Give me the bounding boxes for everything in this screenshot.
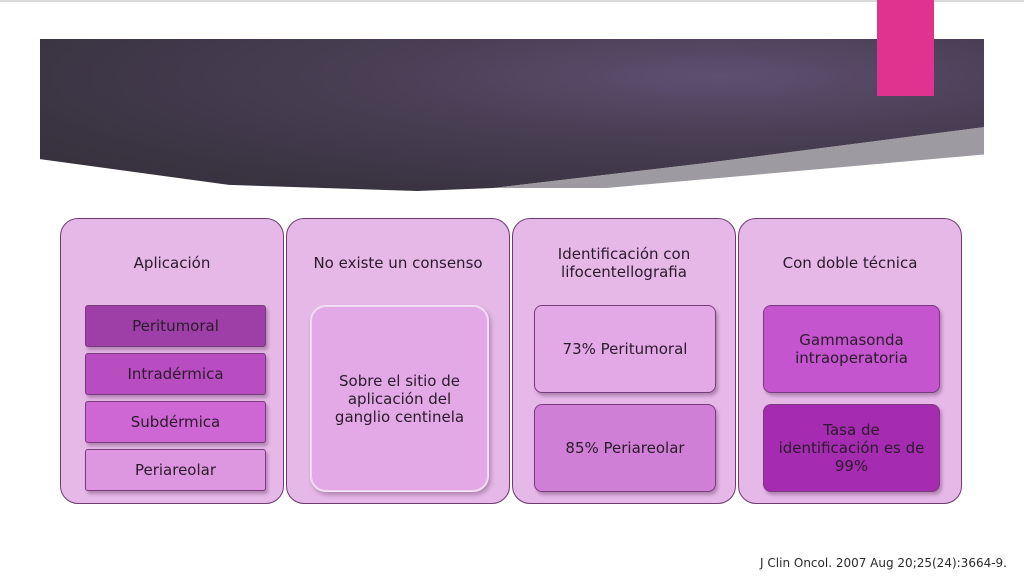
item-peritumoral: Peritumoral: [85, 305, 266, 347]
top-divider-line: [0, 0, 1024, 2]
header-banner: [40, 39, 984, 191]
item-intradermica: Intradérmica: [85, 353, 266, 395]
citation: J Clin Oncol. 2007 Aug 20;25(24):3664-9.: [760, 556, 1007, 570]
item-tasa-identificacion: Tasa de identificación es de 99%: [763, 404, 940, 492]
column-doble-tecnica: Con doble técnica Gammasonda intraoperat…: [738, 218, 962, 504]
item-periareolar: Periareolar: [85, 449, 266, 491]
column-aplicacion: Aplicación Peritumoral Intradérmica Subd…: [60, 218, 284, 504]
item-73-peritumoral: 73% Peritumoral: [534, 305, 716, 393]
item-85-periareolar: 85% Periareolar: [534, 404, 716, 492]
column-title: Identificación con lifocentellografia: [557, 245, 691, 281]
diagram-columns: Aplicación Peritumoral Intradérmica Subd…: [60, 218, 962, 506]
column-title: No existe un consenso: [313, 254, 483, 272]
column-title: Con doble técnica: [782, 254, 918, 272]
item-subdermica: Subdérmica: [85, 401, 266, 443]
column-title: Aplicación: [133, 254, 211, 272]
column-identificacion: Identificación con lifocentellografia 73…: [512, 218, 736, 504]
accent-tab: [877, 0, 934, 96]
item-gammasonda: Gammasonda intraoperatoria: [763, 305, 940, 393]
item-sitio-aplicacion: Sobre el sitio de aplicación del ganglio…: [310, 305, 489, 492]
column-consenso: No existe un consenso Sobre el sitio de …: [286, 218, 510, 504]
